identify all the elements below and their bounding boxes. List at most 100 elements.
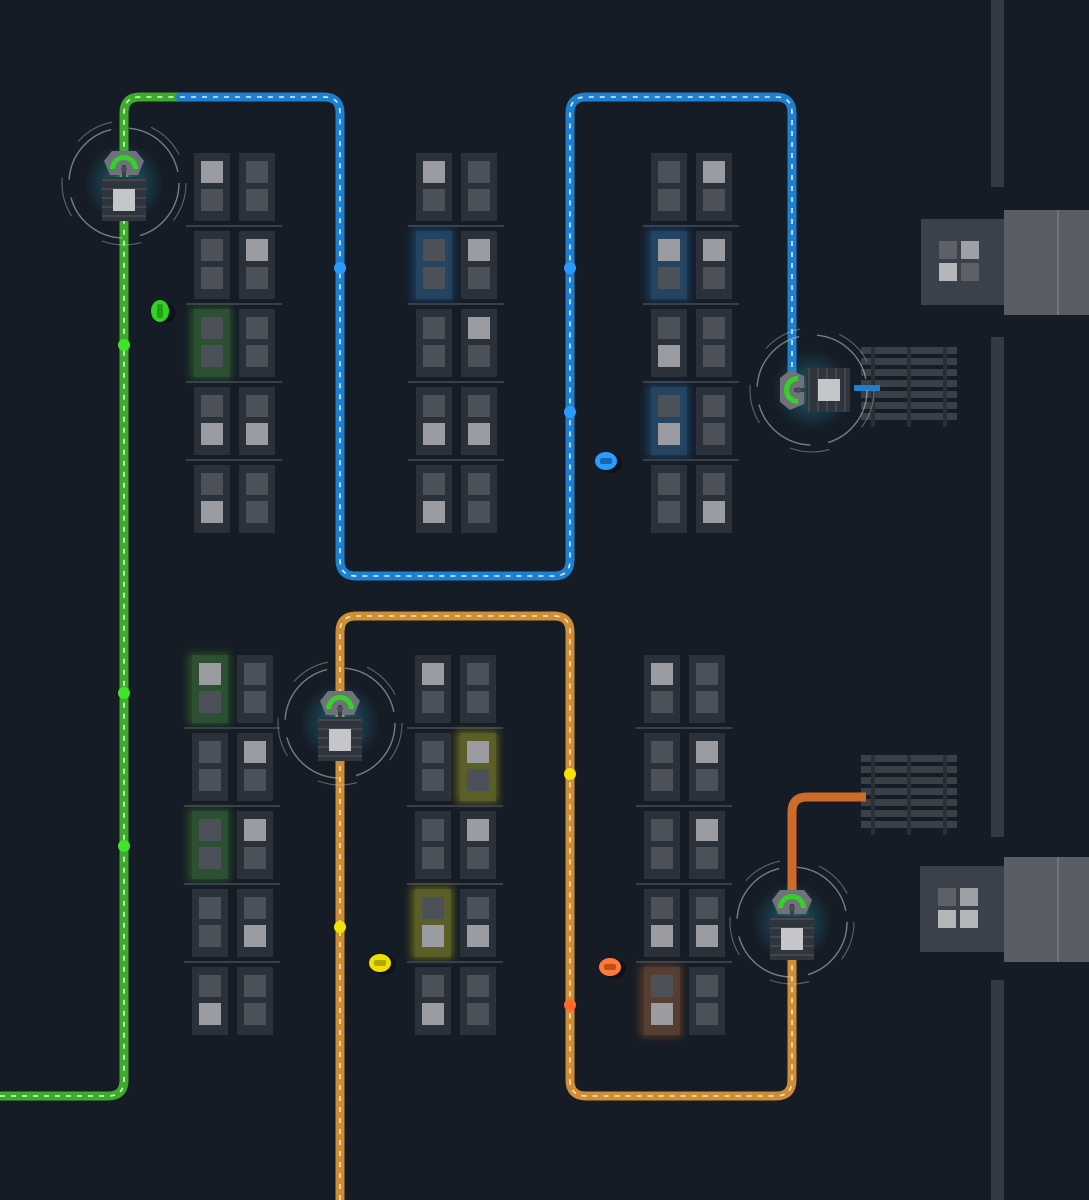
rack-cell[interactable] bbox=[192, 889, 228, 957]
rack-cell[interactable] bbox=[461, 387, 497, 455]
rack-cell[interactable] bbox=[416, 153, 452, 221]
rack-cell[interactable] bbox=[194, 231, 230, 299]
rack-cell[interactable] bbox=[640, 965, 682, 1037]
rack-cell[interactable] bbox=[461, 153, 497, 221]
storage-bin bbox=[696, 691, 718, 713]
rack-cell[interactable] bbox=[647, 229, 689, 301]
rack-cell[interactable] bbox=[461, 465, 497, 533]
rack-cell[interactable] bbox=[689, 733, 725, 801]
storage-bin bbox=[467, 819, 489, 841]
storage-bin bbox=[703, 501, 725, 523]
rack-cell[interactable] bbox=[412, 229, 454, 301]
rack-cell[interactable] bbox=[461, 309, 497, 377]
storage-bin bbox=[423, 161, 445, 183]
rack-cell[interactable] bbox=[416, 387, 452, 455]
rack-cell[interactable] bbox=[192, 967, 228, 1035]
rack-shelf-line bbox=[408, 459, 504, 461]
rack-cell[interactable] bbox=[415, 655, 451, 723]
storage-bin bbox=[703, 239, 725, 261]
storage-bin bbox=[201, 317, 223, 339]
rack-cell[interactable] bbox=[237, 811, 273, 879]
rack-cell[interactable] bbox=[460, 655, 496, 723]
waypoint-markers bbox=[118, 262, 576, 1011]
storage-bin bbox=[422, 691, 444, 713]
rack-cell[interactable] bbox=[415, 733, 451, 801]
rack-cell[interactable] bbox=[237, 655, 273, 723]
wall-segment bbox=[991, 980, 1004, 1200]
robot-green[interactable] bbox=[61, 120, 187, 246]
rack-cell[interactable] bbox=[416, 309, 452, 377]
storage-bin bbox=[423, 239, 445, 261]
rack-cell[interactable] bbox=[460, 967, 496, 1035]
rack-cell[interactable] bbox=[239, 153, 275, 221]
rack-shelf-line bbox=[184, 727, 280, 729]
rack-cell[interactable] bbox=[237, 889, 273, 957]
rack-cell[interactable] bbox=[651, 465, 687, 533]
rack-cell[interactable] bbox=[188, 809, 230, 881]
storage-bin bbox=[199, 769, 221, 791]
rack-block-bottom-right bbox=[636, 655, 732, 1037]
rack-cell[interactable] bbox=[689, 811, 725, 879]
storage-bin bbox=[651, 741, 673, 763]
rack-cell[interactable] bbox=[696, 309, 732, 377]
station-lower[interactable] bbox=[920, 857, 1089, 962]
rack-cell[interactable] bbox=[461, 231, 497, 299]
worker-orange[interactable] bbox=[599, 958, 626, 979]
rack-cell[interactable] bbox=[696, 465, 732, 533]
rack-cell[interactable] bbox=[696, 387, 732, 455]
rack-shelf-line bbox=[408, 225, 504, 227]
rack-cell[interactable] bbox=[689, 967, 725, 1035]
rack-cell[interactable] bbox=[696, 231, 732, 299]
rack-cell[interactable] bbox=[194, 153, 230, 221]
blue-route bbox=[175, 92, 880, 581]
rack-cell[interactable] bbox=[194, 387, 230, 455]
rack-cell[interactable] bbox=[190, 307, 232, 379]
orange-route bbox=[787, 792, 866, 900]
rack-cell[interactable] bbox=[239, 309, 275, 377]
rack-cell[interactable] bbox=[415, 967, 451, 1035]
rack-cell[interactable] bbox=[192, 733, 228, 801]
rack-cell[interactable] bbox=[644, 889, 680, 957]
rack-cell[interactable] bbox=[651, 309, 687, 377]
rack-cell[interactable] bbox=[237, 967, 273, 1035]
rack-cell[interactable] bbox=[194, 465, 230, 533]
rack-cell[interactable] bbox=[689, 889, 725, 957]
robot-orange[interactable] bbox=[729, 859, 855, 985]
robot-blue[interactable] bbox=[749, 327, 875, 453]
rack-cell[interactable] bbox=[644, 733, 680, 801]
rack-cell[interactable] bbox=[411, 887, 453, 959]
rack-cell[interactable] bbox=[237, 733, 273, 801]
rack-cell[interactable] bbox=[644, 811, 680, 879]
rack-cell[interactable] bbox=[239, 231, 275, 299]
rack-cell[interactable] bbox=[416, 465, 452, 533]
rack-cell[interactable] bbox=[188, 653, 230, 725]
rack-cell[interactable] bbox=[689, 655, 725, 723]
rack-cell[interactable] bbox=[239, 387, 275, 455]
worker-green[interactable] bbox=[151, 300, 176, 323]
storage-bin bbox=[244, 975, 266, 997]
rack-cell[interactable] bbox=[696, 153, 732, 221]
carried-bin bbox=[113, 189, 135, 211]
storage-bin bbox=[468, 345, 490, 367]
storage-bin bbox=[696, 741, 718, 763]
worker-yellow[interactable] bbox=[369, 954, 396, 975]
storage-bin bbox=[467, 663, 489, 685]
rack-cell[interactable] bbox=[460, 889, 496, 957]
rack-cell[interactable] bbox=[644, 655, 680, 723]
rack-cell[interactable] bbox=[415, 811, 451, 879]
rack-shelf-line bbox=[184, 961, 280, 963]
worker-blue[interactable] bbox=[595, 452, 622, 473]
rack-cell[interactable] bbox=[239, 465, 275, 533]
storage-bin bbox=[696, 663, 718, 685]
station-upper[interactable] bbox=[921, 210, 1089, 315]
rack-cell[interactable] bbox=[460, 811, 496, 879]
storage-bin bbox=[651, 847, 673, 869]
rack-cell[interactable] bbox=[456, 731, 498, 803]
storage-bin bbox=[244, 741, 266, 763]
robot-gold[interactable] bbox=[277, 660, 403, 786]
robot-arm bbox=[110, 155, 138, 169]
rack-cell[interactable] bbox=[647, 385, 689, 457]
rack-shelf-line bbox=[643, 303, 739, 305]
rack-cell[interactable] bbox=[651, 153, 687, 221]
